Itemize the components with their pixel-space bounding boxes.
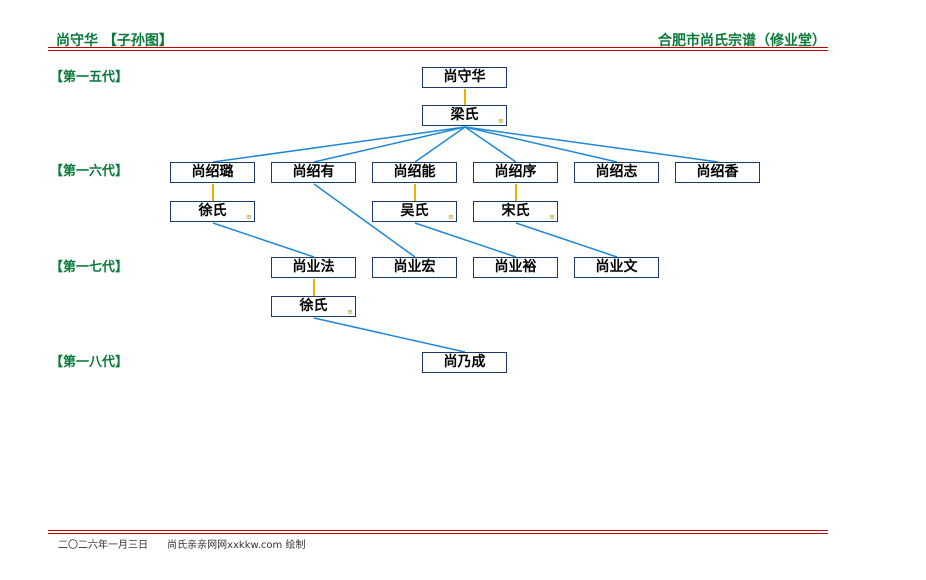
person-name: 尚绍志 (595, 164, 638, 180)
person-name: 尚业裕 (494, 259, 537, 275)
generation-label-17: 【第一七代】 (50, 260, 129, 275)
person-name: 尚绍香 (696, 164, 739, 180)
detail-link-icon[interactable]: ≡ (246, 213, 252, 221)
person-box-shang-yewen[interactable]: 尚业文 (574, 257, 659, 278)
person-box-shang-shouhua[interactable]: 尚守华 (422, 67, 507, 88)
spouse-box-liang[interactable]: 梁氏 ≡ (422, 105, 507, 126)
person-box-shang-shaoxu[interactable]: 尚绍序 (473, 162, 558, 183)
person-name: 尚绍有 (292, 164, 335, 180)
spouse-box-song[interactable]: 宋氏 ≡ (473, 201, 558, 222)
detail-link-icon[interactable]: ≡ (498, 117, 504, 125)
spouse-box-wu[interactable]: 吴氏 ≡ (372, 201, 457, 222)
footer-rule-top (48, 530, 828, 531)
person-box-shang-shaoneng[interactable]: 尚绍能 (372, 162, 457, 183)
person-box-shang-yehong[interactable]: 尚业宏 (372, 257, 457, 278)
descent-line (414, 126, 466, 163)
descent-line (515, 222, 618, 258)
person-name: 梁氏 (450, 107, 479, 123)
generation-label-15: 【第一五代】 (50, 70, 129, 85)
detail-link-icon[interactable]: ≡ (448, 213, 454, 221)
generation-label-16: 【第一六代】 (50, 164, 129, 179)
descent-line (313, 317, 466, 353)
person-name: 尚业文 (595, 259, 638, 275)
footer-rule-bottom (48, 533, 828, 534)
descent-line (313, 126, 466, 163)
descent-line (414, 222, 517, 258)
descent-line (313, 183, 416, 258)
descent-line (464, 126, 517, 163)
person-name: 尚绍璐 (191, 164, 234, 180)
descent-line (464, 126, 618, 163)
page-title: 尚守华 【子孙图】 (56, 33, 173, 49)
person-name: 宋氏 (501, 203, 530, 219)
person-name: 吴氏 (400, 203, 429, 219)
spouse-box-xu-2[interactable]: 徐氏 ≡ (271, 296, 356, 317)
person-name: 尚绍序 (494, 164, 537, 180)
person-name: 徐氏 (299, 298, 328, 314)
person-name: 尚业法 (292, 259, 335, 275)
person-box-shang-shaozhi[interactable]: 尚绍志 (574, 162, 659, 183)
footer-credit: 尚氏亲亲网网xxkkw.com 绘制 (167, 540, 306, 551)
descent-line (212, 126, 466, 163)
person-name: 尚守华 (443, 69, 486, 85)
generation-label-18: 【第一八代】 (50, 355, 129, 370)
spouse-box-xu[interactable]: 徐氏 ≡ (170, 201, 255, 222)
genealogy-title: 合肥市尚氏宗谱（修业堂） (658, 33, 826, 49)
person-box-shang-naicheng[interactable]: 尚乃成 (422, 352, 507, 373)
person-name: 尚乃成 (443, 354, 486, 370)
person-box-shang-yefa[interactable]: 尚业法 (271, 257, 356, 278)
person-box-shang-shaoxiang[interactable]: 尚绍香 (675, 162, 760, 183)
person-box-shang-yeyu[interactable]: 尚业裕 (473, 257, 558, 278)
person-box-shang-shaolu[interactable]: 尚绍璐 (170, 162, 255, 183)
person-name: 徐氏 (198, 203, 227, 219)
person-name: 尚业宏 (393, 259, 436, 275)
person-name: 尚绍能 (393, 164, 436, 180)
descent-line (464, 126, 719, 163)
header-rule-bottom (48, 50, 828, 51)
detail-link-icon[interactable]: ≡ (549, 213, 555, 221)
footer: 二〇二六年一月三日 尚氏亲亲网网xxkkw.com 绘制 (58, 536, 305, 551)
header-rule-top (48, 47, 828, 48)
detail-link-icon[interactable]: ≡ (347, 308, 353, 316)
footer-date: 二〇二六年一月三日 (58, 540, 148, 551)
descent-line (212, 222, 315, 258)
person-box-shang-shaoyou[interactable]: 尚绍有 (271, 162, 356, 183)
